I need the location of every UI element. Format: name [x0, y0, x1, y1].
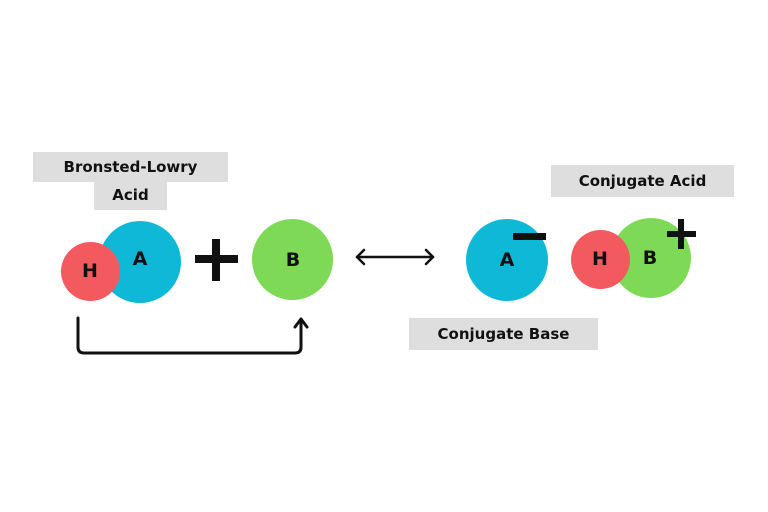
- bronsted-lowry-label-top: Bronsted-Lowry: [33, 152, 228, 182]
- conjugate-acid-label-text: Conjugate Acid: [578, 172, 707, 190]
- conjugate-acid-label: Conjugate Acid: [551, 165, 734, 197]
- h-symbol-left: H: [82, 260, 98, 282]
- bronsted-lowry-label-text: Bronsted-Lowry: [63, 158, 198, 176]
- plus-sign-icon: [195, 239, 238, 281]
- a-symbol-right: A: [499, 249, 515, 271]
- proton-transfer-arrow-icon: [76, 316, 309, 355]
- minus-charge-icon: [513, 233, 546, 240]
- bronsted-lowry-label-bottom: Acid: [94, 180, 167, 210]
- base-b-atom: [252, 219, 333, 300]
- b-symbol-left: B: [285, 249, 301, 271]
- a-symbol-left: A: [132, 248, 148, 270]
- hydrogen-atom-right: [571, 230, 630, 289]
- conjugate-base-label-text: Conjugate Base: [437, 325, 570, 343]
- h-symbol-right: H: [592, 248, 608, 270]
- hydrogen-atom-left: [61, 242, 120, 301]
- conjugate-base-a-atom: [466, 219, 548, 301]
- double-headed-arrow-icon: [355, 248, 435, 266]
- conjugate-base-label: Conjugate Base: [409, 318, 598, 350]
- acid-label-text: Acid: [112, 186, 149, 204]
- b-symbol-right: B: [642, 247, 658, 269]
- plus-charge-icon: [667, 219, 696, 249]
